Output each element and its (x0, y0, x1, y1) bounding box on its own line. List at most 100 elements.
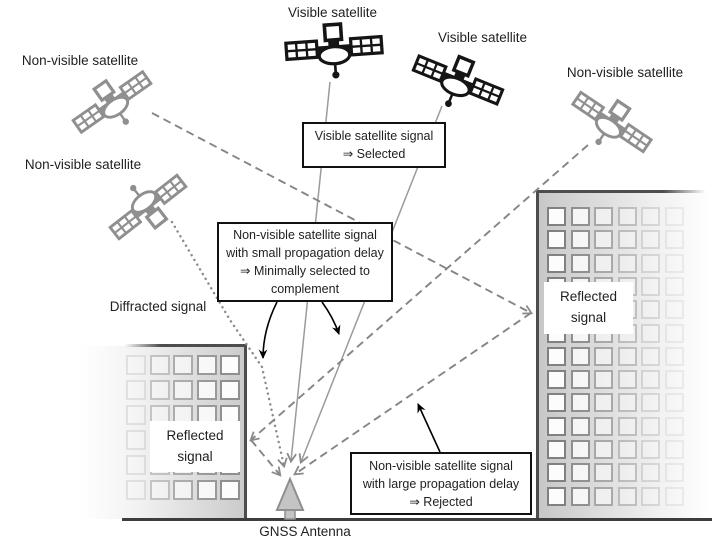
building-window (220, 480, 240, 500)
building-window (617, 463, 637, 483)
building-window (570, 207, 590, 226)
antenna-mast (284, 504, 296, 520)
left-building-wall (244, 344, 247, 520)
building-window (547, 207, 566, 226)
building-window (594, 463, 613, 483)
building-window (641, 393, 660, 413)
building-window (664, 440, 684, 459)
building-window (617, 370, 637, 390)
building-window (150, 380, 170, 400)
reflected-right-line1: Reflected (559, 289, 618, 305)
reflected-signal-label-right: Reflected signal (544, 282, 633, 334)
building-window (547, 440, 566, 459)
reflected-signal-outgoing-left-building (250, 439, 280, 475)
callout-small-delay: Non-visible satellite signal with small … (217, 222, 393, 302)
building-window (641, 300, 660, 320)
building-window (664, 370, 684, 390)
building-window (594, 393, 613, 413)
building-window (641, 207, 660, 226)
building-window (617, 416, 637, 436)
building-window (664, 276, 684, 296)
non-visible-satellite-icon-left-mid (96, 157, 196, 252)
building-window (617, 230, 637, 250)
building-window (547, 463, 566, 483)
callout-small-line2: with small propagation delay (226, 246, 384, 260)
building-window (173, 355, 193, 375)
ground-line (122, 518, 712, 521)
building-window (197, 355, 217, 375)
callout-visible-line1: Visible satellite signal (314, 129, 434, 143)
building-window (547, 253, 566, 273)
building-window (126, 405, 146, 425)
left-building-roof-edge (124, 344, 246, 347)
gnss-antenna-icon (275, 476, 305, 511)
small-delay-arrow-to-reflected (321, 301, 341, 335)
building-window (617, 346, 637, 366)
building-window (547, 486, 566, 506)
building-window (570, 416, 590, 436)
building-window (664, 346, 684, 366)
building-window (126, 480, 146, 500)
building-window (641, 486, 660, 506)
callout-large-line3: ⇒ Rejected (409, 494, 473, 509)
building-window (150, 355, 170, 375)
building-window (570, 486, 590, 506)
reflected-left-line1: Reflected (166, 427, 224, 443)
building-window (570, 253, 590, 273)
visible-satellite-icon-2 (403, 40, 510, 126)
building-window (197, 480, 217, 500)
building-window (664, 323, 684, 343)
building-window (594, 486, 613, 506)
building-window (547, 230, 566, 250)
building-window (617, 393, 637, 413)
building-window (220, 380, 240, 400)
building-window (547, 370, 566, 390)
building-window (641, 416, 660, 436)
gnss-antenna-label: GNSS Antenna (259, 524, 351, 539)
callout-large-line1: Non-visible satellite signal (369, 458, 513, 473)
building-window (220, 355, 240, 375)
building-window (664, 253, 684, 273)
building-window (664, 207, 684, 226)
right-building-roof-edge (536, 190, 706, 193)
callout-small-line4: complement (270, 282, 340, 296)
building-window (617, 486, 637, 506)
building-window (641, 440, 660, 459)
callout-small-line3: ⇒ Minimally selected to (240, 264, 370, 278)
building-window (641, 323, 660, 343)
building-window (641, 346, 660, 366)
building-window (594, 253, 613, 273)
building-window (594, 207, 613, 226)
visible-satellite-2-label: Visible satellite (437, 30, 528, 45)
building-window (173, 480, 193, 500)
non-visible-satellite-right-label: Non-visible satellite (566, 65, 684, 80)
large-delay-arrow-to-reflected (417, 403, 441, 453)
right-building-wall (536, 190, 539, 519)
building-window (570, 346, 590, 366)
callout-large-line2: with large propagation delay (362, 476, 520, 491)
building-window (664, 230, 684, 250)
building-window (126, 380, 146, 400)
non-visible-satellite-left-mid-label: Non-visible satellite (24, 157, 142, 172)
building-window (173, 380, 193, 400)
building-window (126, 455, 146, 475)
building-window (664, 416, 684, 436)
callout-small-line1: Non-visible satellite signal (233, 228, 377, 242)
building-window (641, 370, 660, 390)
callout-visible-line2: ⇒ Selected (342, 147, 406, 161)
building-window (547, 346, 566, 366)
reflected-signal-label-left: Reflected signal (150, 421, 240, 472)
building-window (641, 253, 660, 273)
building-window (617, 253, 637, 273)
building-window (570, 370, 590, 390)
non-visible-satellite-left-top-label: Non-visible satellite (21, 53, 139, 68)
building-window (617, 207, 637, 226)
building-window (641, 276, 660, 296)
building-window (664, 486, 684, 506)
building-window (126, 355, 146, 375)
building-window (594, 370, 613, 390)
diffracted-signal-label: Diffracted signal (109, 299, 207, 314)
building-window (570, 463, 590, 483)
reflected-left-line2: signal (177, 448, 213, 464)
